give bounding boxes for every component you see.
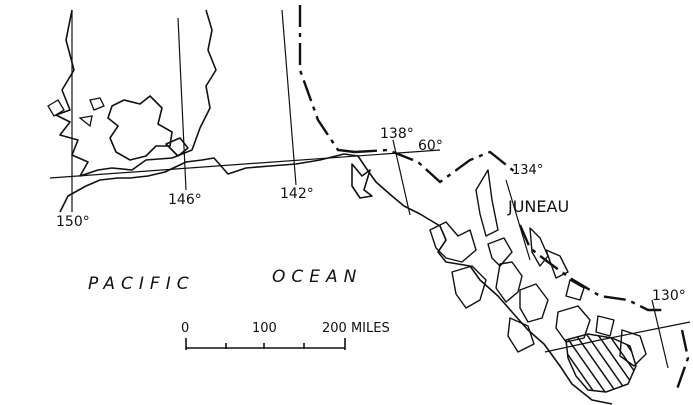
study-area-hatch [565,333,637,393]
ocean-label-ocean: OCEAN [272,267,362,287]
longitude-label-130: 130° [652,288,686,304]
prince-william-sound [165,137,189,157]
meridian-146 [177,17,187,191]
parallel-60 [49,149,441,179]
longitude-label-134: 134° [512,163,543,178]
coast-kenai [59,153,613,405]
coastline [55,9,613,405]
scale-tick-0: 0 [181,321,189,336]
latitude-label-60: 60° [418,138,443,154]
meridian-142 [281,9,297,186]
coast-north [55,9,217,177]
cook-inlet [107,95,173,161]
city-label-juneau: JUNEAU [507,197,569,216]
west-islands [47,97,105,128]
yakutat [351,163,373,199]
ocean-label-pacific: PACIFIC [88,274,195,294]
scale-tick-200: 200 MILES [322,321,390,336]
longitude-label-138: 138° [380,126,414,142]
meridian-130 [651,299,669,369]
longitude-label-142: 142° [280,186,314,202]
scale-bar [185,338,346,350]
longitude-label-150: 150° [56,214,90,230]
graticule [49,9,691,369]
longitude-label-146: 146° [168,192,202,208]
meridian-134 [505,179,531,261]
border [298,5,690,393]
scale-tick-100: 100 [252,321,277,336]
